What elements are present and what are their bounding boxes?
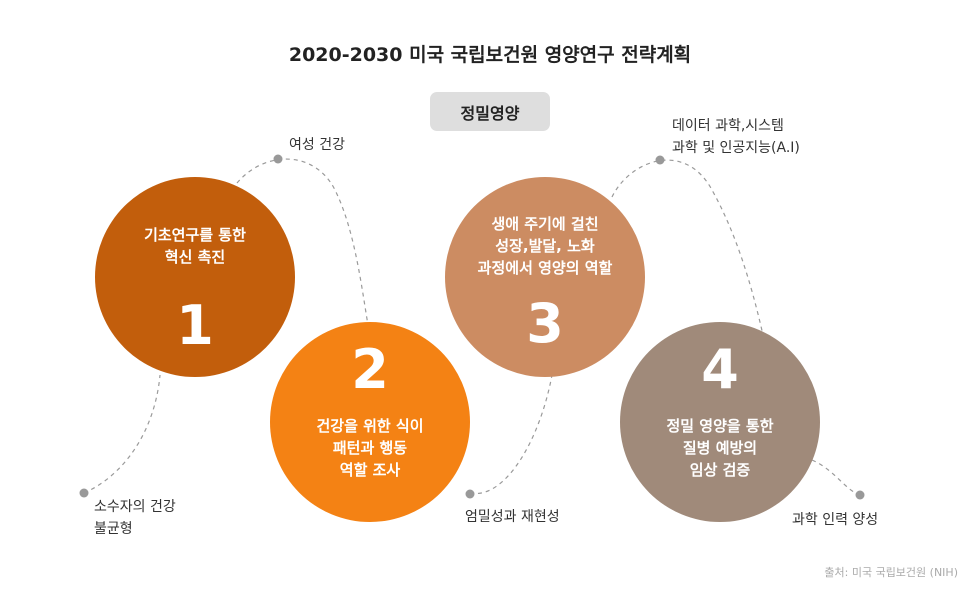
circle-4-line: 질병 예방의 [682, 439, 758, 457]
label-line: 불균형 [94, 521, 133, 537]
label-womens-health: 여성 건강 [289, 134, 345, 156]
source-note: 출처: 미국 국립보건원 (NIH) [824, 566, 958, 579]
label-rigor: 엄밀성과 재현성 [465, 506, 560, 528]
connector-path-5 [811, 459, 861, 496]
circle-1-number: 1 [176, 294, 214, 357]
circle-3-line: 생애 주기에 걸친 [491, 215, 599, 233]
label-line: 과학 및 인공지능(A.I) [672, 140, 800, 156]
diagram-title: 2020-2030 미국 국립보건원 영양연구 전략계획 [288, 44, 692, 66]
label-line: 엄밀성과 재현성 [465, 509, 560, 525]
circle-2-line: 역할 조사 [339, 461, 401, 479]
circle-1-line: 기초연구를 통한 [144, 226, 246, 244]
strategy-circle-2: 2 건강을 위한 식이 패턴과 행동 역할 조사 [270, 322, 470, 522]
strategy-circle-3: 생애 주기에 걸친 성장,발달, 노화 과정에서 영양의 역할 3 [445, 177, 645, 377]
circle-3-line: 성장,발달, 노화 [495, 237, 595, 255]
connector-path-4 [611, 159, 764, 336]
connector-path-3 [469, 374, 553, 495]
label-line: 소수자의 건강 [94, 499, 176, 515]
circle-3-line: 과정에서 영양의 역할 [477, 259, 613, 277]
circle-4-number: 4 [701, 338, 739, 401]
circle-4-line: 정밀 영양을 통한 [666, 417, 774, 435]
circle-1-text: 기초연구를 통한 혁신 촉진 [144, 224, 246, 268]
circle-2-text: 건강을 위한 식이 패턴과 행동 역할 조사 [316, 415, 423, 481]
circle-2-number: 2 [351, 338, 389, 401]
connector-dot [273, 154, 283, 164]
circle-4-text: 정밀 영양을 통한 질병 예방의 임상 검증 [666, 415, 773, 481]
label-line: 여성 건강 [289, 137, 345, 153]
connector-path-2 [236, 158, 369, 326]
label-minority-health: 소수자의 건강 불균형 [94, 496, 176, 540]
strategy-circle-1: 기초연구를 통한 혁신 촉진 1 [95, 177, 295, 377]
circle-2-line: 패턴과 행동 [332, 439, 408, 457]
center-label-pill: 정밀영양 [430, 92, 550, 131]
circle-1-line: 혁신 촉진 [164, 248, 226, 266]
circle-4-line: 임상 검증 [689, 461, 751, 479]
label-training: 과학 인력 양성 [792, 509, 878, 531]
strategy-circle-4: 4 정밀 영양을 통한 질병 예방의 임상 검증 [620, 322, 820, 522]
connector-path-1 [83, 374, 161, 494]
connector-dot [465, 489, 475, 499]
connector-dot [79, 488, 89, 498]
circle-2-line: 건강을 위한 식이 [316, 417, 424, 435]
label-data-science: 데이터 과학,시스템 과학 및 인공지능(A.I) [672, 115, 800, 159]
connector-dot [855, 490, 865, 500]
circle-3-number: 3 [526, 292, 564, 355]
connector-dot [655, 155, 665, 165]
label-line: 과학 인력 양성 [792, 512, 879, 528]
circle-3-text: 생애 주기에 걸친 성장,발달, 노화 과정에서 영양의 역할 [478, 213, 613, 279]
label-line: 데이터 과학,시스템 [672, 118, 784, 134]
